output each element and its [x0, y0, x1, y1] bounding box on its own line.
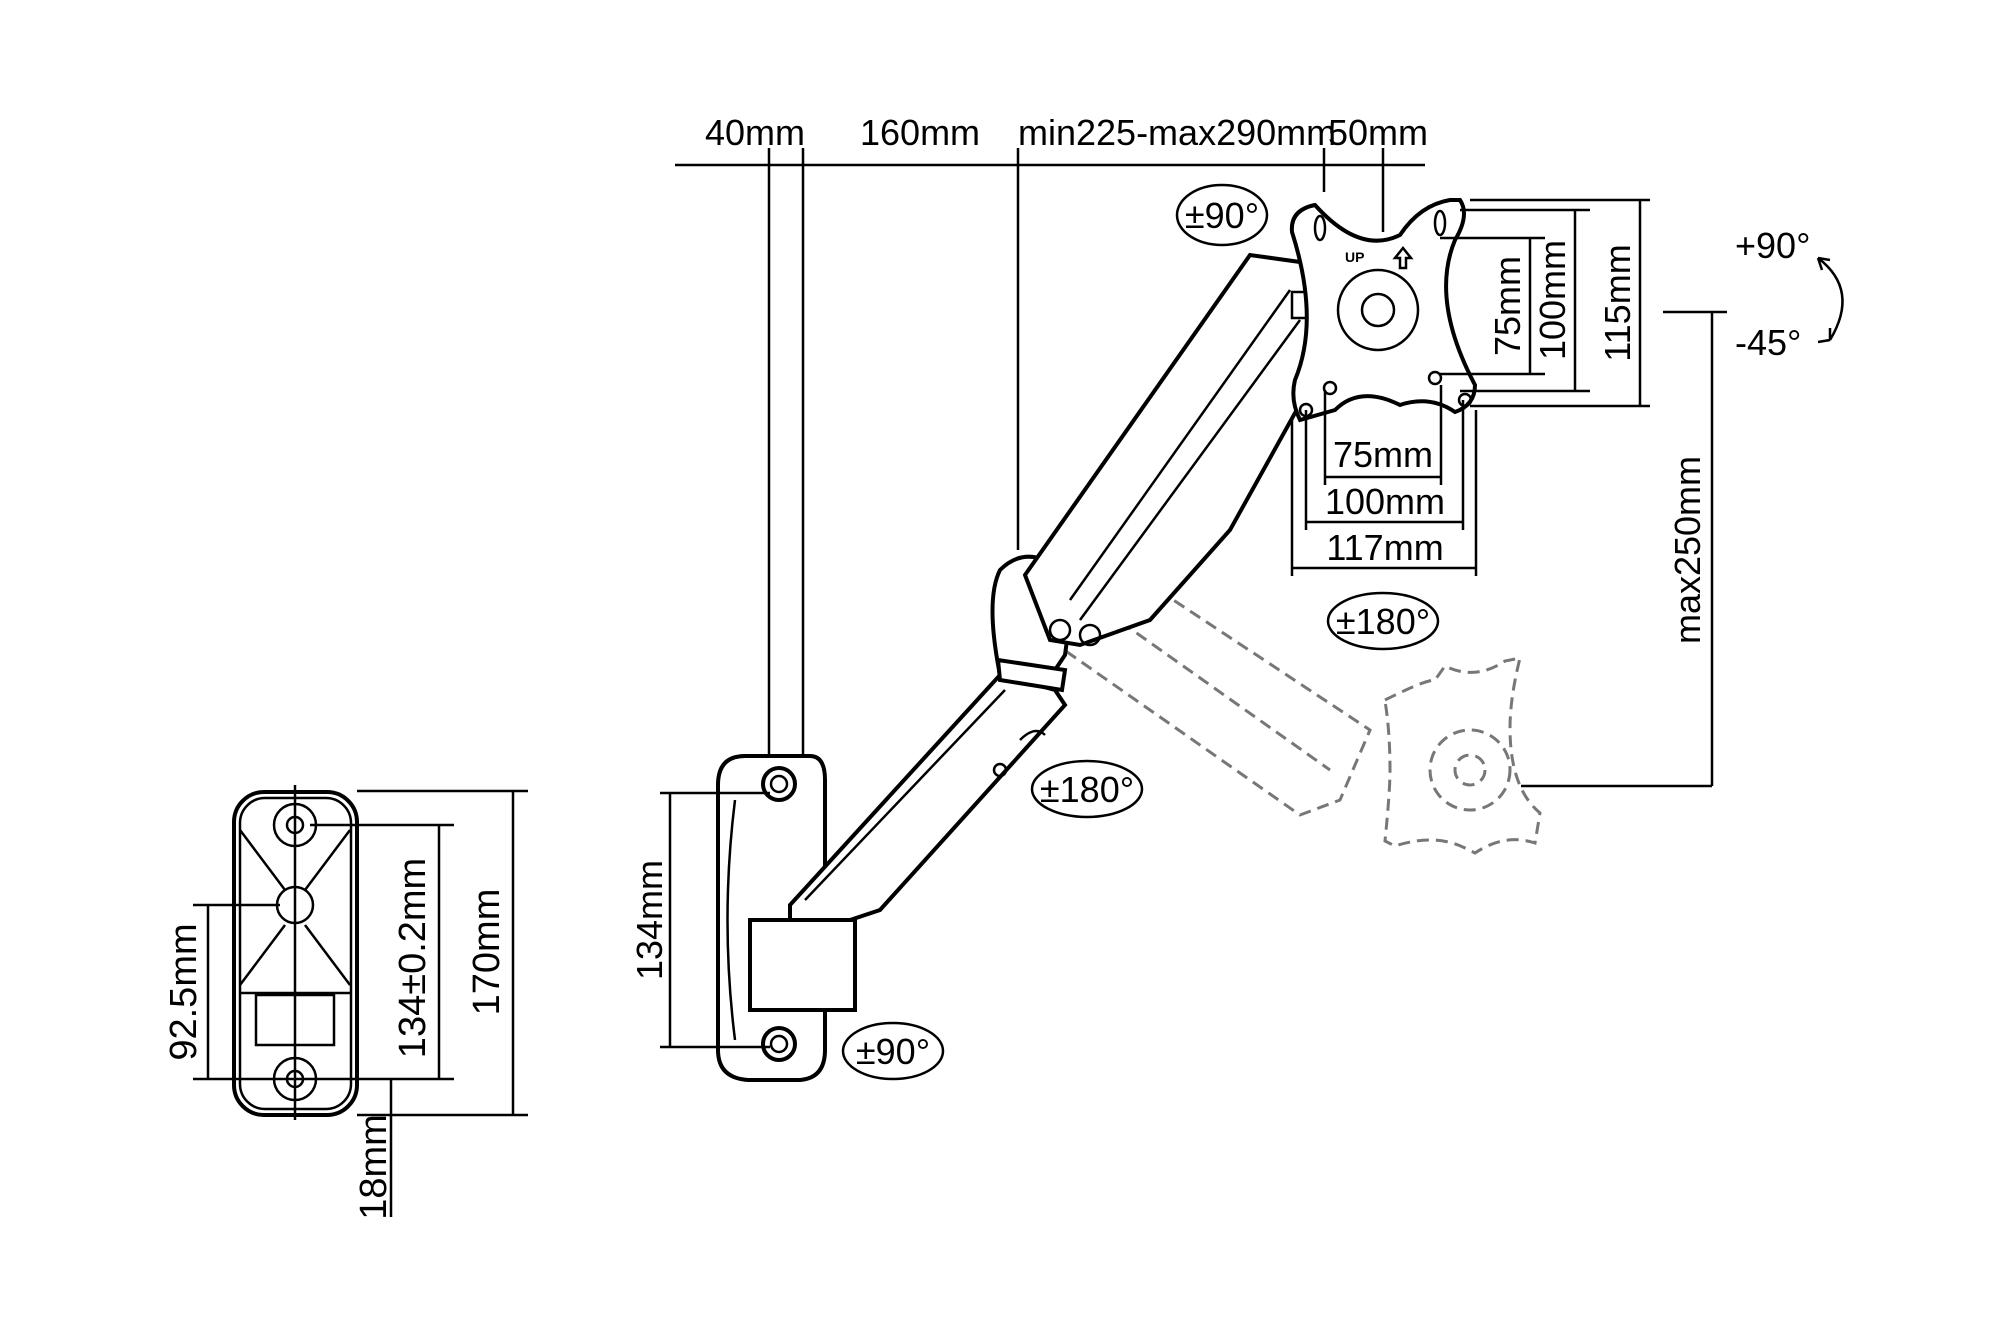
upper-arm — [1022, 252, 1325, 648]
rotation-badge-base: ±90° — [841, 1021, 945, 1081]
base-swivel-label: ±90° — [856, 1031, 930, 1072]
bracket-170mm: 170mm — [466, 889, 508, 1016]
dimension-160mm: 160mm — [860, 112, 980, 153]
head-swivel-label: ±180° — [1336, 601, 1430, 642]
vesa-75mm-horizontal: 75mm — [1333, 434, 1433, 475]
bracket-dimensions — [193, 789, 528, 1217]
tilt-down-label: -45° — [1735, 322, 1801, 363]
bracket-134mm: 134±0.2mm — [392, 858, 434, 1058]
vesa-75mm-vertical: 75mm — [1487, 256, 1528, 356]
tilt-up-label: +90° — [1735, 225, 1810, 266]
wall-bracket-front-view — [232, 785, 359, 1120]
vesa-plate: UP — [1289, 198, 1478, 423]
lower-arm — [748, 672, 1068, 1012]
wall-plate-height-dimension — [660, 791, 770, 1049]
dimension-min-max-reach: min225-max290mm — [1018, 112, 1336, 153]
height-dimension — [1521, 310, 1727, 788]
vesa-horizontal-dimensions — [1290, 385, 1478, 576]
vesa-100mm-horizontal: 100mm — [1325, 481, 1445, 522]
wall-plate-134mm: 134mm — [629, 860, 670, 980]
vesa-vertical-dimensions — [1440, 198, 1650, 408]
vesa-100mm-vertical: 100mm — [1532, 240, 1573, 360]
max-height-label: max250mm — [1667, 456, 1708, 644]
rotation-badge-head-swivel: ±180° — [1326, 591, 1440, 651]
rotation-badge-elbow: ±180° — [1030, 759, 1144, 819]
bracket-92-5mm: 92.5mm — [163, 923, 205, 1060]
head-rotation-label: ±90° — [1185, 195, 1259, 236]
rotation-badge-head: ±90° — [1175, 183, 1269, 247]
elbow-swivel-label: ±180° — [1040, 769, 1134, 810]
bracket-18mm: 18mm — [353, 1114, 395, 1220]
vesa-117mm-horizontal: 117mm — [1326, 527, 1443, 568]
up-label: UP — [1345, 249, 1364, 265]
dimension-50mm: 50mm — [1328, 112, 1428, 153]
dimension-40mm: 40mm — [705, 112, 805, 153]
tilt-arrow-icon — [1816, 256, 1844, 344]
top-dimension-lines — [675, 148, 1425, 755]
vesa-115mm-vertical: 115mm — [1597, 244, 1638, 361]
